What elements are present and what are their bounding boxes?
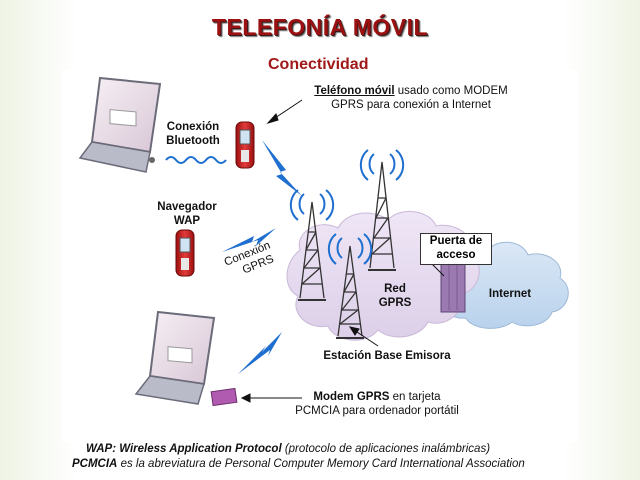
- footnote-pcmcia: PCMCIA es la abreviatura de Personal Com…: [72, 458, 525, 470]
- laptop-top: [78, 76, 162, 173]
- gateway-label-line1: Puerta de: [429, 235, 483, 247]
- phone-modem-caption-rest: usado como MODEM: [394, 85, 508, 97]
- subtitle: Conectividad: [268, 56, 369, 73]
- wap-browser-label-line1: Navegador: [157, 201, 217, 213]
- phone-modem-caption: Teléfono móvil usado como MODEM GPRS par…: [302, 84, 520, 112]
- pcmcia-modem-caption-line2: PCMCIA para ordenador portátil: [295, 405, 459, 417]
- base-station-label: Estación Base Emisora: [323, 350, 451, 362]
- gprs-link-bolts: [222, 140, 302, 374]
- laptop-bottom: [134, 310, 216, 405]
- gprs-network-label-line1: Red: [384, 283, 406, 295]
- bluetooth-label: Conexión Bluetooth: [160, 120, 226, 148]
- antenna-tower-left: [298, 201, 326, 301]
- gateway-building: [440, 259, 466, 313]
- pcmcia-modem-caption-rest: en tarjeta: [389, 391, 441, 403]
- phone-modem-caption-bold: Teléfono móvil: [314, 85, 395, 97]
- bluetooth-wave: [165, 156, 227, 164]
- antenna-tower-center: [336, 245, 364, 339]
- footnote-pcmcia-rest: es la abreviatura de Personal Computer M…: [117, 458, 525, 470]
- footnote-wap-bold: WAP: Wireless Application Protocol: [86, 443, 282, 455]
- bluetooth-label-line1: Conexión: [166, 121, 220, 133]
- footnote-pcmcia-bold: PCMCIA: [72, 458, 118, 470]
- wap-browser-label-line2: WAP: [173, 215, 201, 227]
- mobile-phone-modem-icon: [235, 121, 255, 169]
- signal-waves: [289, 149, 405, 265]
- bluetooth-label-line2: Bluetooth: [166, 135, 220, 147]
- footnote-wap: WAP: Wireless Application Protocol (prot…: [86, 443, 490, 455]
- pcmcia-modem-caption: Modem GPRS en tarjeta PCMCIA para ordena…: [282, 390, 472, 418]
- pcmcia-modem-caption-bold: Modem GPRS: [313, 391, 390, 403]
- wap-browser-label: Navegador WAP: [150, 200, 224, 228]
- gprs-network-label-line2: GPRS: [378, 297, 412, 309]
- footnote-wap-rest: (protocolo de aplicaciones inalámbricas): [281, 443, 491, 455]
- page-title: TELEFONÍA MÓVIL: [211, 14, 429, 40]
- phone-modem-caption-line2: GPRS para conexión a Internet: [331, 99, 491, 111]
- pcmcia-card-icon: [210, 387, 238, 407]
- gateway-label-line2: acceso: [436, 249, 476, 261]
- annotation-arrows: [240, 99, 445, 403]
- mobile-phone-wap-icon: [175, 229, 195, 277]
- gateway-label: Puerta de acceso: [420, 233, 492, 265]
- gprs-network-label: Red GPRS: [370, 282, 420, 310]
- internet-label: Internet: [488, 288, 532, 300]
